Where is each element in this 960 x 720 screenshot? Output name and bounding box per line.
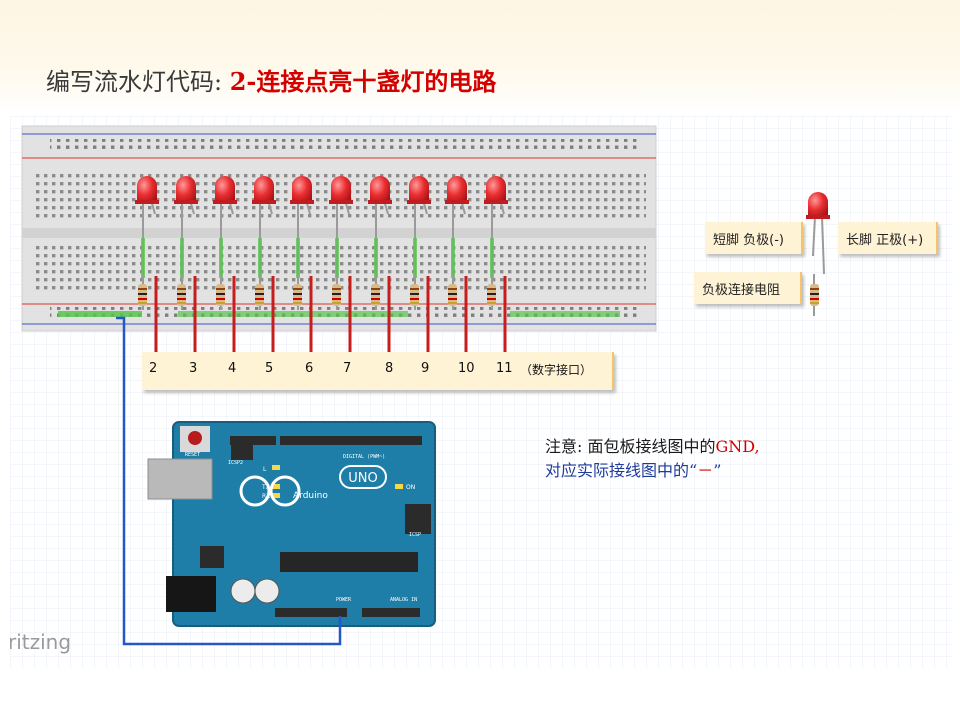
pin-number-bar: 2 3 4 5 6 7 8 9 10 11 （数字接口）: [142, 352, 614, 390]
led-assembly: [445, 176, 469, 364]
led-assembly: [484, 176, 508, 364]
resistor: [487, 284, 496, 306]
arduino-logo-text: Arduino: [293, 491, 328, 501]
pin-label: 7: [343, 361, 352, 376]
svg-text:RX: RX: [262, 493, 270, 500]
legend-resistor: [810, 274, 819, 316]
svg-text:TX: TX: [261, 484, 270, 491]
title-highlight: 2-连接点亮十盏灯的电路: [229, 67, 497, 96]
note-minus: －: [697, 461, 714, 480]
led-assembly: [174, 176, 198, 364]
svg-text:POWER: POWER: [336, 597, 352, 603]
leds: [135, 176, 508, 364]
resistor: [448, 284, 457, 306]
led-assembly: [252, 176, 276, 364]
legend-led: [806, 192, 830, 275]
gnd-note: 注意: 面包板接线图中的GND, 对应实际接线图中的“－”: [545, 435, 760, 483]
resistor: [293, 284, 302, 306]
fritzing-watermark: ritzing: [10, 630, 71, 654]
led-assembly: [135, 176, 159, 364]
svg-text:DIGITAL (PWM~): DIGITAL (PWM~): [343, 454, 385, 460]
svg-text:L: L: [263, 466, 267, 473]
pin-label: 4: [228, 361, 237, 376]
svg-text:ICSP: ICSP: [409, 532, 421, 538]
resistor: [216, 284, 225, 306]
uno-logo-text: UNO: [348, 471, 377, 486]
circuit-diagram: UNO Arduino RESET ICSP2 DIGITAL (PWM~) L…: [10, 116, 952, 668]
pin-label: 3: [189, 361, 198, 376]
pin-label: 9: [421, 361, 430, 376]
power-jack: [166, 576, 216, 612]
resistor: [138, 284, 147, 306]
pin-label: 6: [305, 361, 314, 376]
slide-title: 编写流水灯代码: 2-连接点亮十盏灯的电路: [46, 62, 496, 97]
callout-long-leg: 长脚 正极(+): [838, 222, 938, 254]
resistor: [410, 284, 419, 306]
title-prefix: 编写流水灯代码:: [46, 68, 230, 96]
svg-text:RESET: RESET: [185, 452, 200, 458]
connection-dots: [58, 311, 620, 317]
svg-text:ON: ON: [406, 484, 415, 491]
led-assembly: [407, 176, 431, 364]
pins-note: （数字接口）: [520, 363, 593, 377]
pin-label: 11: [496, 361, 513, 376]
pin-label: 8: [385, 361, 394, 376]
usb-connector: [147, 458, 213, 500]
svg-text:ANALOG IN: ANALOG IN: [390, 597, 417, 603]
arduino-board: UNO Arduino RESET ICSP2 DIGITAL (PWM~) L…: [147, 421, 436, 627]
callout-negative-resistor: 负极连接电阻: [694, 272, 802, 304]
resistor: [371, 284, 380, 306]
svg-text:ICSP2: ICSP2: [228, 460, 243, 466]
led-assembly: [329, 176, 353, 364]
pin-label: 2: [149, 361, 158, 376]
note-gnd: GND,: [715, 437, 760, 456]
header-background: [0, 0, 960, 112]
resistor: [332, 284, 341, 306]
note-line-1: 注意: 面包板接线图中的GND,: [545, 437, 760, 456]
callout-short-leg: 短脚 负极(-): [705, 222, 803, 254]
led-assembly: [290, 176, 314, 364]
ground-wire: [116, 316, 342, 646]
resistor: [255, 284, 264, 306]
led-assembly: [368, 176, 392, 364]
note-line-2: 对应实际接线图中的“－”: [545, 461, 722, 480]
resistor: [177, 284, 186, 306]
led-assembly: [213, 176, 237, 364]
pin-label: 5: [265, 361, 274, 376]
pin-label: 10: [458, 361, 475, 376]
